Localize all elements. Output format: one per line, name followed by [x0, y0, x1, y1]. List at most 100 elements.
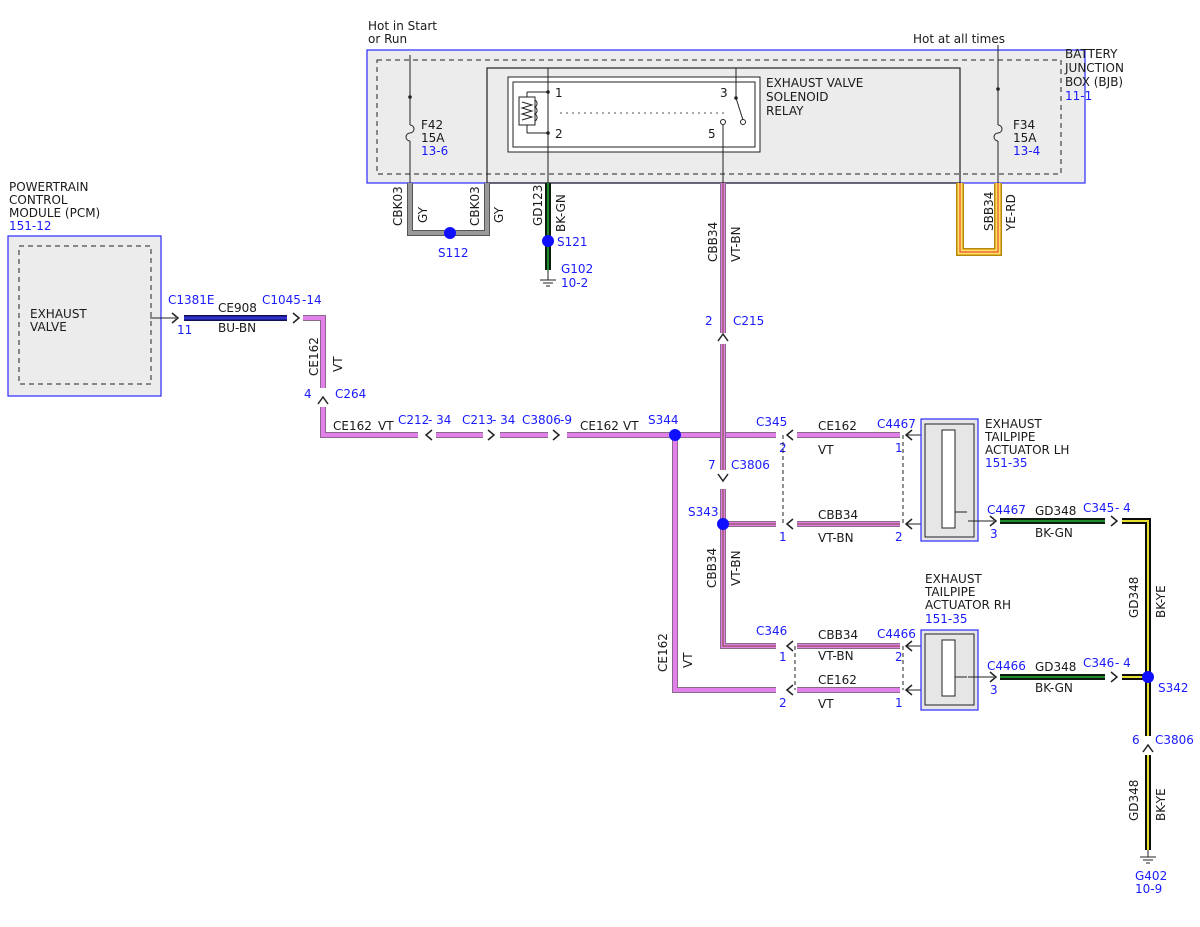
c212-label: C212: [398, 413, 429, 427]
ce162-run1-label: CE162: [333, 419, 372, 433]
yerd-label: YE-RD: [1004, 194, 1018, 232]
vtbn-top-label: VT-BN: [729, 226, 743, 262]
c345-ground-connector-icon: [1110, 515, 1119, 527]
f34-ref: 13-4: [1013, 144, 1040, 158]
powertrain-control-module: EXHAUST VALVE: [7, 235, 162, 397]
vt-rh-vertical-label: VT: [681, 652, 695, 668]
c3806-pin: -9: [560, 413, 572, 427]
f42-rating: 15A: [421, 131, 445, 145]
c1045-pin: -14: [302, 293, 322, 307]
bubn-label: BU-BN: [218, 321, 256, 335]
c346-ground-label: C346: [1083, 656, 1114, 670]
act-rh-ref: 151-35: [925, 612, 968, 626]
f42-label: F42: [421, 118, 443, 132]
f42-ref: 13-6: [421, 144, 448, 158]
g102-ref: 10-2: [561, 276, 588, 290]
gd348-vertical-lower-label: GD348: [1127, 780, 1141, 821]
gd123-label: GD123: [531, 185, 545, 226]
c4466-pin2: 2: [895, 650, 903, 664]
relay-title-line2: SOLENOID: [766, 90, 829, 104]
g402-ref: 10-9: [1135, 882, 1162, 896]
c4467-pin3-icon: [989, 515, 998, 527]
act-rh-title-line1: EXHAUST: [925, 572, 982, 586]
c346-pin1: 1: [779, 650, 787, 664]
wire-ce162-vt: [303, 315, 900, 693]
s343-label: S343: [688, 505, 719, 519]
cbb34-mid-label: CBB34: [705, 548, 719, 588]
ground-g102-icon: [540, 270, 556, 287]
vtbn-rh-label: VT-BN: [818, 649, 854, 663]
gd123-color-label: BK-GN: [554, 194, 568, 232]
hot-always-label: Hot at all times: [913, 32, 1005, 46]
bjb-title-line2: JUNCTION: [1064, 61, 1124, 75]
wire-gd348-bkye: [1122, 518, 1151, 850]
wire-sbb34-yerd: [956, 183, 1002, 256]
gy-left-label: GY: [416, 206, 430, 223]
c213-label: C213: [462, 413, 493, 427]
vt-run2-label: VT: [623, 419, 639, 433]
act-lh-title-line3: ACTUATOR LH: [985, 443, 1069, 457]
bkgn-rh-label: BK-GN: [1035, 681, 1073, 695]
ce162-rh-vertical-label: CE162: [656, 633, 670, 672]
c346-pin2-icon: [785, 684, 794, 696]
bjb-ref: 11-1: [1065, 89, 1092, 103]
act-rh-title-line3: ACTUATOR RH: [925, 598, 1011, 612]
wire-cbb34-vtbn: [720, 183, 900, 649]
relay-title-line1: EXHAUST VALVE: [766, 76, 863, 90]
c264-label: C264: [335, 387, 366, 401]
act-lh-title-line2: TAILPIPE: [984, 430, 1035, 444]
g102-label: G102: [561, 262, 593, 276]
splice-s344: [669, 429, 681, 441]
f34-rating: 15A: [1013, 131, 1037, 145]
sbb34-label: SBB34: [982, 192, 996, 231]
exhaust-tailpipe-actuator-lh: [920, 418, 979, 542]
fuse-f42: F42 15A 13-6: [405, 55, 448, 183]
c345-label: C345: [756, 415, 787, 429]
c3806-connector-icon: [552, 429, 561, 441]
pcm-title-line2: CONTROL: [9, 193, 68, 207]
c3806-ground-pin: 6: [1132, 733, 1140, 747]
c345-connector-icon: [785, 429, 794, 441]
c213-pin: - 34: [492, 413, 515, 427]
pcm-inner-line2: VALVE: [30, 320, 67, 334]
splice-s343: [717, 518, 729, 530]
hot-start-line2: or Run: [368, 32, 407, 46]
cbk03-left-label: CBK03: [391, 186, 405, 226]
act-lh-title-line1: EXHAUST: [985, 417, 1042, 431]
bkgn-lh-label: BK-GN: [1035, 526, 1073, 540]
s342-label: S342: [1158, 681, 1189, 695]
c4467-label-bottom: C4467: [987, 503, 1026, 517]
relay-pin-3: 3: [720, 86, 728, 100]
c3806-vt-pin: 7: [708, 458, 716, 472]
s344-label: S344: [648, 413, 679, 427]
c346-ground-connector-icon: [1110, 671, 1119, 683]
g402-label: G402: [1135, 869, 1167, 883]
c3806-ground-connector-icon: [1142, 743, 1154, 753]
pcm-title-line1: POWERTRAIN: [9, 180, 89, 194]
wire-gd348-bkgn: [1000, 518, 1105, 680]
c215-label: C215: [733, 314, 764, 328]
c3806-ground-label: C3806: [1155, 733, 1194, 747]
c346-label: C346: [756, 624, 787, 638]
c345-pin1: 1: [779, 530, 787, 544]
pcm-title-line3: MODULE (PCM): [9, 206, 100, 220]
bjb-title-line1: BATTERY: [1065, 47, 1118, 61]
c4467-pin3: 3: [990, 527, 998, 541]
gd348-rh-label: GD348: [1035, 660, 1076, 674]
gy-right-label: GY: [492, 206, 506, 223]
cbb34-lh-label: CBB34: [818, 508, 858, 522]
c4467-pin2: 2: [895, 530, 903, 544]
cbb34-top-label: CBB34: [706, 222, 720, 262]
fuse-f34: F34 15A 13-4: [993, 45, 1040, 183]
c4466-pin3-icon: [989, 671, 998, 683]
relay-pin-1: 1: [555, 86, 563, 100]
c213-connector-icon: [487, 429, 496, 441]
pcm-inner-line1: EXHAUST: [30, 307, 87, 321]
c345-pin1-icon: [785, 518, 794, 530]
c3806-label: C3806: [522, 413, 561, 427]
act-lh-ref: 151-35: [985, 456, 1028, 470]
c345-pin2: 2: [779, 441, 787, 455]
vtbn-mid-label: VT-BN: [729, 550, 743, 586]
f34-label: F34: [1013, 118, 1035, 132]
c346-ground-pin: - 4: [1115, 656, 1131, 670]
